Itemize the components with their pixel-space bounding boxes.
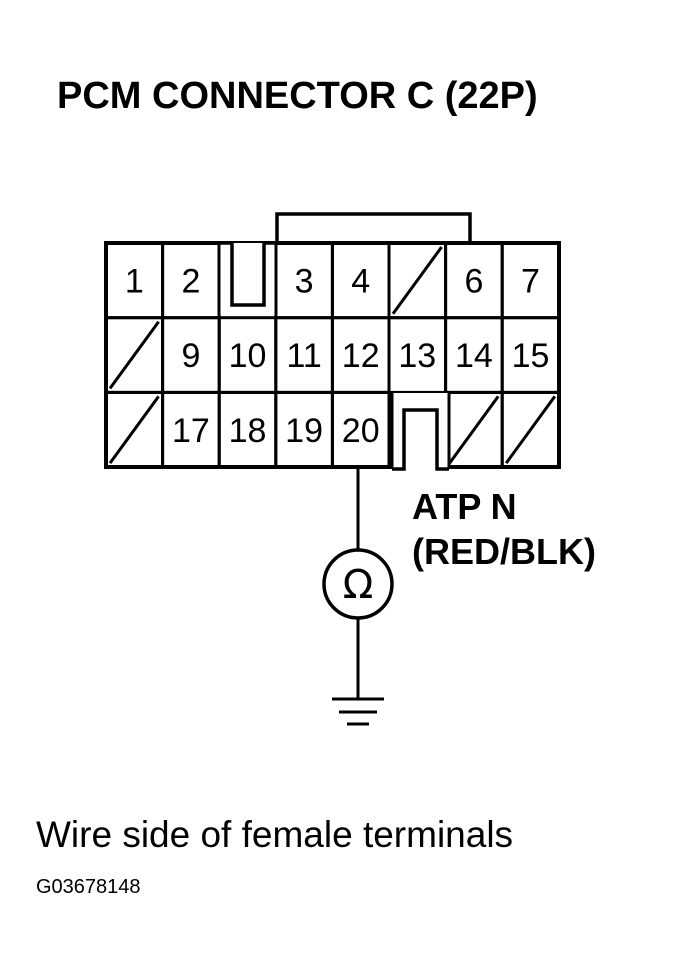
ohmmeter: Ω [322, 548, 394, 620]
unused-cell-slash [108, 395, 160, 464]
pin-label-13: 13 [398, 337, 436, 375]
pin-label-2: 2 [181, 262, 200, 300]
pin-label-3: 3 [295, 262, 314, 300]
unused-cell-slash [108, 320, 160, 390]
connector-bottom-notch [390, 393, 451, 471]
pin-label-6: 6 [464, 262, 483, 300]
unused-cell-slash [448, 395, 500, 464]
signal-name: ATP N [412, 486, 517, 527]
pin-label-11: 11 [286, 337, 321, 375]
pin-label-18: 18 [229, 412, 267, 450]
wire-color: (RED/BLK) [412, 531, 596, 572]
pin-label-19: 19 [285, 412, 323, 450]
pin-label-7: 7 [521, 262, 540, 300]
unused-cell [500, 390, 561, 469]
pin-label-1: 1 [125, 262, 144, 300]
pin-label-9: 9 [181, 337, 200, 375]
pin-cell-20 [330, 390, 391, 469]
pin-label-10: 10 [229, 337, 267, 375]
pin-label-14: 14 [455, 337, 493, 375]
unused-cell-slash [391, 246, 443, 315]
connector-top-notch [217, 241, 278, 315]
ohm-symbol: Ω [343, 562, 374, 608]
diagram-caption: Wire side of female terminals [36, 814, 513, 855]
unused-cell-slash [504, 395, 557, 464]
pin-label-4: 4 [351, 262, 370, 300]
unused-cell [104, 390, 165, 469]
connector-lock-tab [275, 212, 472, 243]
diagram-title: PCM CONNECTOR C (22P) [57, 75, 538, 117]
pin-label-20: 20 [342, 412, 380, 450]
pin-label-17: 17 [172, 412, 210, 450]
pin-label-15: 15 [512, 337, 550, 375]
unused-cell [387, 241, 448, 320]
figure-id: G03678148 [36, 876, 141, 898]
ground-icon [332, 697, 384, 726]
pin-label-12: 12 [342, 337, 380, 375]
